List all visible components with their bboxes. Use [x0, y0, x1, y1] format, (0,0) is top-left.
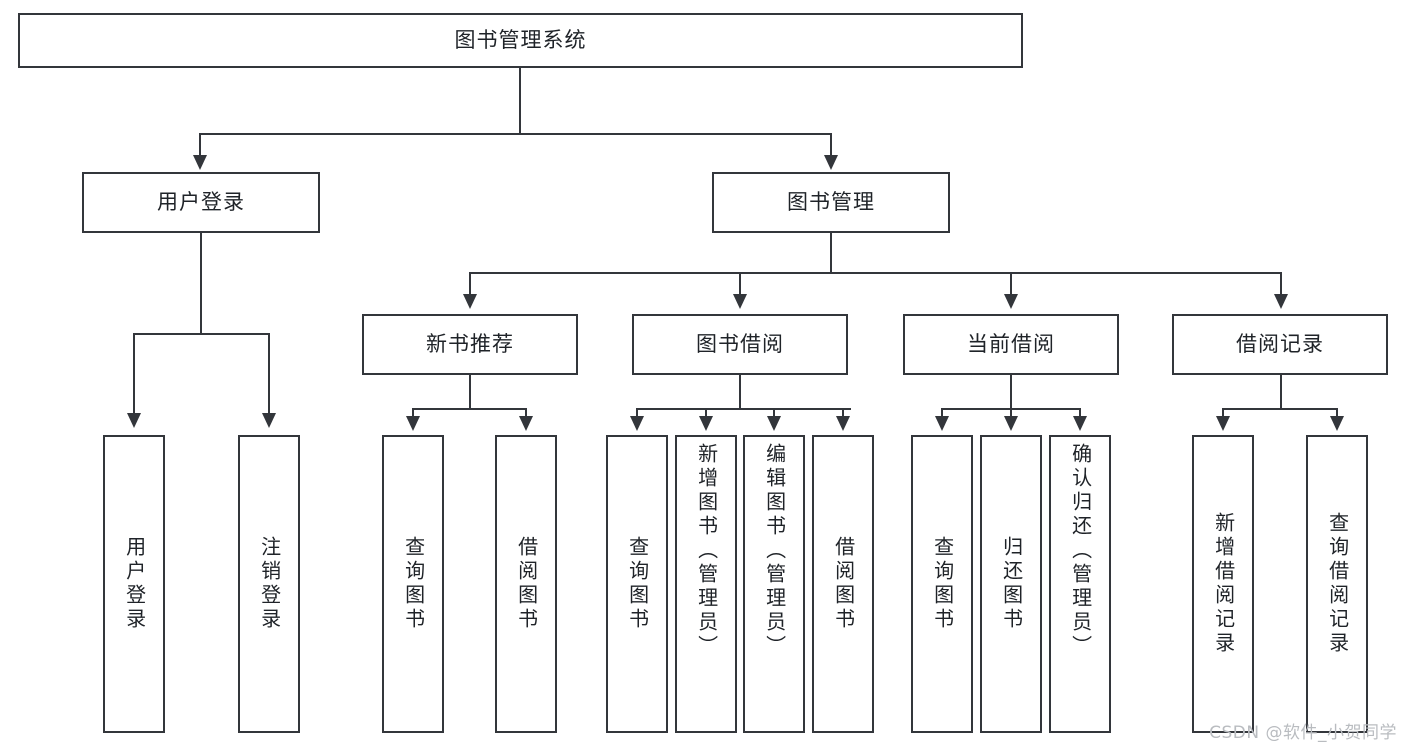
- edge-root-stem: [519, 68, 521, 134]
- leaf-borrow-book-recommend[interactable]: 借阅图书: [495, 435, 557, 733]
- arrow-bm-child-4: [1274, 294, 1288, 309]
- leaf-query-book-recommend[interactable]: 查询图书: [382, 435, 444, 733]
- edge-bm-child-4: [1280, 272, 1282, 296]
- node-root-system[interactable]: 图书管理系统: [18, 13, 1023, 68]
- edge-bb-child-1: [636, 408, 638, 418]
- arrow-br-child-2: [1330, 416, 1344, 431]
- node-label: 图书借阅: [696, 332, 784, 356]
- node-borrow-record[interactable]: 借阅记录: [1172, 314, 1388, 375]
- node-label: 查询借阅记录: [1325, 512, 1350, 656]
- edge-br-bus: [1222, 408, 1338, 410]
- leaf-query-borrow-record[interactable]: 查询借阅记录: [1306, 435, 1368, 733]
- edge-br-child-2: [1336, 408, 1338, 418]
- edge-bb-child-3: [773, 408, 775, 418]
- node-label: 用户登录: [157, 190, 245, 214]
- node-label: 借阅图书: [514, 536, 539, 632]
- arrow-bm-child-1: [463, 294, 477, 309]
- edge-br-child-1: [1222, 408, 1224, 418]
- node-label: 归还图书: [999, 536, 1024, 632]
- node-user-login[interactable]: 用户登录: [82, 172, 320, 233]
- edge-bm-child-2: [739, 272, 741, 296]
- node-label: 新书推荐: [426, 332, 514, 356]
- edge-nbr-stem: [469, 375, 471, 409]
- node-label: 借阅图书: [831, 536, 856, 632]
- leaf-add-borrow-record[interactable]: 新增借阅记录: [1192, 435, 1254, 733]
- arrow-bm-child-2: [733, 294, 747, 309]
- arrow-bb-child-2: [699, 416, 713, 431]
- edge-book-manage-stem: [830, 233, 832, 273]
- edge-bm-child-3: [1010, 272, 1012, 296]
- edge-user-login-stem: [200, 233, 202, 334]
- arrow-bb-child-1: [630, 416, 644, 431]
- arrow-bb-child-3: [767, 416, 781, 431]
- edge-user-login-child-2: [268, 333, 270, 415]
- edge-bb-child-2: [705, 408, 707, 418]
- edge-user-login-bus: [133, 333, 270, 335]
- arrow-br-child-1: [1216, 416, 1230, 431]
- edge-to-user-login: [199, 133, 201, 157]
- edge-br-stem: [1280, 375, 1282, 409]
- edge-book-manage-bus: [469, 272, 1280, 274]
- arrow-to-user-login: [193, 155, 207, 170]
- arrow-bb-child-4: [836, 416, 850, 431]
- node-label: 新增借阅记录: [1211, 512, 1236, 656]
- edge-cb-child-2: [1010, 408, 1012, 418]
- leaf-add-book-admin[interactable]: 新增图书（管理员）: [675, 435, 737, 733]
- node-label: 确认归还（管理员）: [1068, 443, 1093, 659]
- edge-nbr-bus: [412, 408, 527, 410]
- node-label: 编辑图书（管理员）: [762, 443, 787, 659]
- leaf-return-book[interactable]: 归还图书: [980, 435, 1042, 733]
- leaf-user-login[interactable]: 用户登录: [103, 435, 165, 733]
- edge-user-login-child-1: [133, 333, 135, 415]
- edge-cb-child-1: [941, 408, 943, 418]
- arrow-cb-child-3: [1073, 416, 1087, 431]
- arrow-user-login-child-2: [262, 413, 276, 428]
- edge-bb-bus: [636, 408, 851, 410]
- node-label: 用户登录: [122, 536, 147, 632]
- arrow-user-login-child-1: [127, 413, 141, 428]
- edge-nbr-child-1: [412, 408, 414, 418]
- node-label: 查询图书: [401, 536, 426, 632]
- node-new-book-recommend[interactable]: 新书推荐: [362, 314, 578, 375]
- node-label: 借阅记录: [1236, 332, 1324, 356]
- node-label: 图书管理系统: [454, 28, 587, 52]
- node-label: 当前借阅: [967, 332, 1055, 356]
- node-current-borrow[interactable]: 当前借阅: [903, 314, 1119, 375]
- arrow-nbr-child-1: [406, 416, 420, 431]
- edge-cb-stem: [1010, 375, 1012, 409]
- edge-root-bus: [199, 133, 831, 135]
- leaf-query-book-borrow[interactable]: 查询图书: [606, 435, 668, 733]
- node-label: 查询图书: [625, 536, 650, 632]
- arrow-cb-child-2: [1004, 416, 1018, 431]
- arrow-cb-child-1: [935, 416, 949, 431]
- arrow-to-book-manage: [824, 155, 838, 170]
- arrow-bm-child-3: [1004, 294, 1018, 309]
- edge-cb-child-3: [1079, 408, 1081, 418]
- edge-bb-child-4: [842, 408, 844, 418]
- edge-to-book-manage: [830, 133, 832, 157]
- leaf-logout[interactable]: 注销登录: [238, 435, 300, 733]
- node-book-borrow[interactable]: 图书借阅: [632, 314, 848, 375]
- edge-nbr-child-2: [525, 408, 527, 418]
- node-label: 注销登录: [257, 536, 282, 632]
- leaf-edit-book-admin[interactable]: 编辑图书（管理员）: [743, 435, 805, 733]
- node-book-management[interactable]: 图书管理: [712, 172, 950, 233]
- leaf-borrow-book[interactable]: 借阅图书: [812, 435, 874, 733]
- node-label: 新增图书（管理员）: [694, 443, 719, 659]
- arrow-nbr-child-2: [519, 416, 533, 431]
- node-label: 图书管理: [787, 190, 875, 214]
- edge-bm-child-1: [469, 272, 471, 296]
- leaf-query-book-current[interactable]: 查询图书: [911, 435, 973, 733]
- leaf-confirm-return-admin[interactable]: 确认归还（管理员）: [1049, 435, 1111, 733]
- node-label: 查询图书: [930, 536, 955, 632]
- edge-bb-stem: [739, 375, 741, 409]
